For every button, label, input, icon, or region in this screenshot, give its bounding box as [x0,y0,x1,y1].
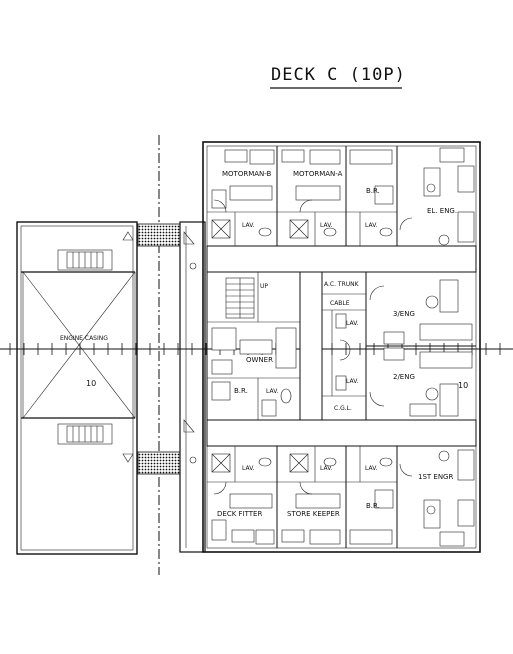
room-label-lav-top-2: LAV. [320,222,333,229]
hatch-block-upper [137,223,181,247]
room-label-motorman-a: MOTORMAN-A [293,170,343,178]
room-label-up: UP [260,283,268,290]
middle-band [206,271,476,421]
drawing-title: DECK C (10P) [271,65,406,85]
outer-strip [179,221,206,553]
room-label-cgl: C.G.L. [334,405,352,412]
room-label-br-mid: B.R. [234,387,248,395]
room-label-owner: OWNER [246,356,273,364]
room-label-br-bottom: B.R. [366,502,380,510]
room-label-lav-top-3: LAV. [365,222,378,229]
room-label-br-top: B.R. [366,187,380,195]
frame-number-right: 10 [458,381,468,390]
room-label-motorman-b: MOTORMAN-B [222,170,272,178]
lower-ladder [57,423,113,445]
room-label-lav-bot-1: LAV. [242,465,255,472]
room-label-store-keeper: STORE KEEPER [287,510,340,518]
room-label-lav-mid-1: LAV. [346,320,359,327]
bottom-row-cabins [207,446,475,548]
engine-casing-label: ENGINE CASING [60,335,108,342]
deckhouse-outline [202,141,481,553]
room-label-cable: CABLE [330,300,350,307]
room-label-2-eng: 2/ENG [393,373,415,381]
room-label-deck-fitter: DECK FITTER [217,510,262,518]
engine-casing: ENGINE CASING 10 [16,221,138,555]
corridors [206,245,477,447]
frame-number-left: 10 [86,379,96,388]
upper-ladder [57,249,113,271]
room-label-3-eng: 3/ENG [393,310,415,318]
room-label-ac-trunk: A.C. TRUNK [324,281,360,288]
room-label-lav-mid-3: LAV. [266,388,279,395]
room-label-lav-bot-3: LAV. [365,465,378,472]
room-label-lav-mid-2: LAV. [346,378,359,385]
room-label-lav-bot-2: LAV. [320,465,333,472]
room-label-1st-engr: 1ST ENGR [418,473,453,481]
room-label-lav-top-1: LAV. [242,222,255,229]
top-row-cabins [207,146,475,246]
hatch-block-lower [137,451,181,475]
room-label-el-eng: EL. ENG. [427,207,457,215]
